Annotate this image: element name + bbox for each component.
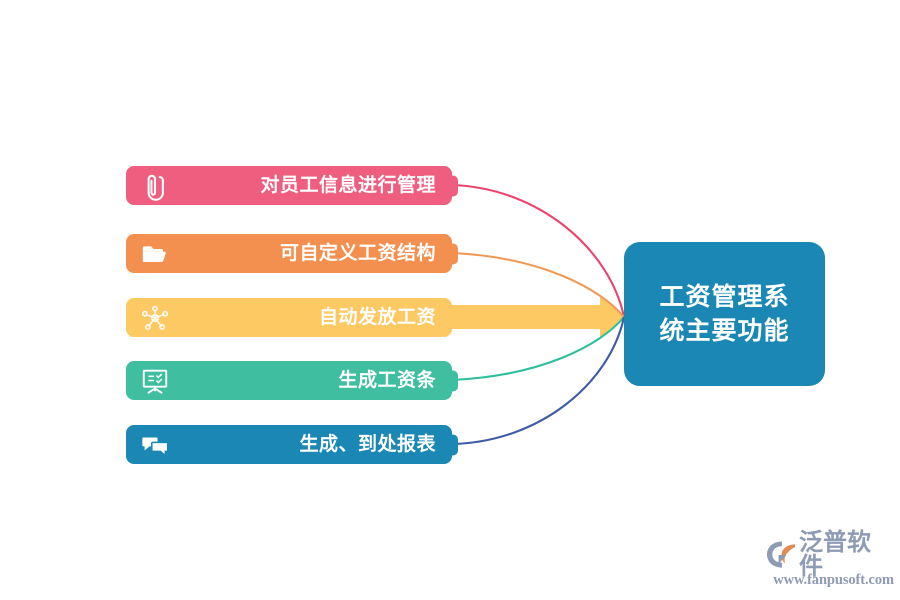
logo-website-url: www.fanpusoft.com	[773, 572, 894, 588]
fanpu-logo-icon	[767, 540, 796, 568]
bar-tab	[446, 434, 458, 455]
arrow-connector	[440, 295, 624, 339]
feature-bar-label: 可自定义工资结构	[279, 243, 436, 264]
paperclip-icon	[147, 174, 164, 201]
feature-bar-label: 生成、到处报表	[299, 434, 436, 455]
network-nodes-icon	[141, 305, 169, 330]
logo-company-name: 泛普软件	[799, 528, 871, 580]
main-topic-title: 工资管理系统主要功能	[659, 282, 790, 346]
feature-bar-payslip[interactable]: 生成工资条	[126, 361, 458, 400]
main-topic-box[interactable]: 工资管理系统主要功能	[624, 242, 825, 386]
feature-bar-reports[interactable]: 生成、到处报表	[126, 425, 458, 464]
bar-tab	[446, 307, 458, 328]
feature-bar-auto-payout[interactable]: 自动发放工资	[126, 298, 458, 337]
presentation-board-icon	[142, 369, 168, 394]
folder-icon	[142, 245, 166, 262]
logo-row: 泛普软件	[766, 530, 894, 578]
feature-bar-salary-structure[interactable]: 可自定义工资结构	[126, 234, 458, 273]
bar-tab	[446, 370, 458, 391]
bar-tab	[446, 175, 458, 196]
feature-bar-label: 自动发放工资	[318, 307, 436, 328]
feature-bar-label: 对员工信息进行管理	[260, 175, 436, 196]
feature-bar-label: 生成工资条	[338, 370, 436, 391]
watermark-logo: 泛普软件 www.fanpusoft.com	[766, 530, 894, 590]
bar-tab	[446, 243, 458, 264]
feature-bar-employee-info[interactable]: 对员工信息进行管理	[126, 166, 458, 205]
chat-bubbles-icon	[142, 437, 169, 457]
